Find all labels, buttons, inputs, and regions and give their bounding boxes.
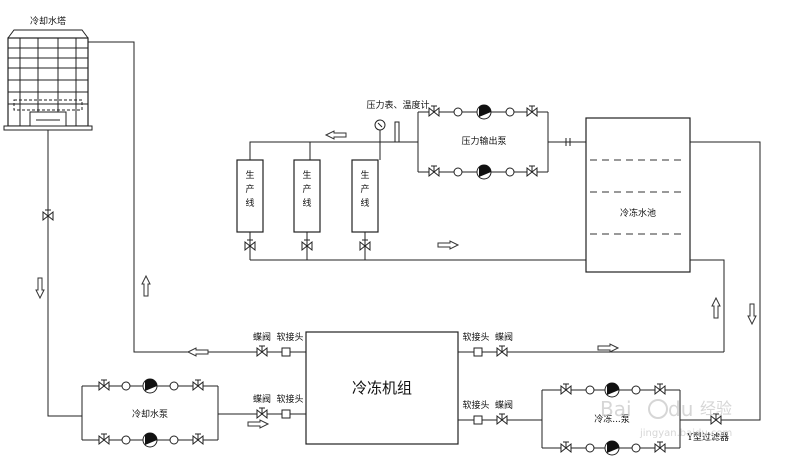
paw-icon xyxy=(648,399,668,419)
watermark-url: jingyan.baidu.com xyxy=(639,428,732,439)
valve-icon xyxy=(98,379,110,391)
thermometer-icon xyxy=(394,121,400,143)
chilled-water-tank: 冷冻水池 xyxy=(585,117,691,273)
valve-icon xyxy=(98,433,110,445)
cooling-water-pump-group: 冷却水泵 xyxy=(98,378,204,448)
pressure-gauge-thermometer-label: 压力表、温度计 xyxy=(366,99,429,111)
check-valve-icon xyxy=(453,167,463,177)
chiller-chilled-inlet: 软接头 蝶阀 xyxy=(458,399,542,425)
check-valve-icon xyxy=(505,167,515,177)
flexible-joint-label: 软接头 xyxy=(462,399,489,411)
pump-icon xyxy=(142,432,158,448)
production-line-label-1: 生产线 xyxy=(245,169,254,209)
check-valve-icon xyxy=(585,385,595,395)
check-valve-icon xyxy=(169,381,179,391)
check-valve-icon xyxy=(169,435,179,445)
flexible-joint-icon xyxy=(281,409,291,419)
valve-icon xyxy=(496,413,508,425)
flexible-joint-label: 软接头 xyxy=(276,393,303,405)
valve-icon xyxy=(654,383,666,395)
flow-arrow-icon xyxy=(186,347,209,357)
cooling-water-pump-label: 冷却水泵 xyxy=(132,408,168,420)
chilled-water-pump-group: 冷冻...泵 Y型过滤器 xyxy=(541,141,761,456)
cooling-tower: 冷却水塔 xyxy=(3,15,93,131)
cooling-tower-label: 冷却水塔 xyxy=(30,15,66,27)
flexible-joint-label: 软接头 xyxy=(462,331,489,343)
butterfly-valve-label: 蝶阀 xyxy=(495,399,513,411)
flexible-joint-icon xyxy=(281,347,291,357)
production-line-label-3: 生产线 xyxy=(360,169,369,209)
flow-arrow-icon xyxy=(35,277,45,300)
watermark: Bai du 经验 jingyan.baidu.com xyxy=(600,397,732,439)
production-lines: 生产线 生产线 生产线 xyxy=(236,141,586,261)
watermark-symbol: du xyxy=(668,397,693,421)
chiller-cooling-outlet: 蝶阀 软接头 xyxy=(253,331,306,357)
valve-icon xyxy=(256,407,268,419)
butterfly-valve-label: 蝶阀 xyxy=(253,393,271,405)
production-line-2 xyxy=(293,159,321,233)
butterfly-valve-label: 蝶阀 xyxy=(495,331,513,343)
chilled-water-tank-label: 冷冻水池 xyxy=(620,207,656,219)
production-line-1 xyxy=(236,159,264,233)
valve-icon xyxy=(560,383,572,395)
pump-icon xyxy=(476,164,492,180)
flow-arrow-icon xyxy=(437,240,460,250)
check-valve-icon xyxy=(585,443,595,453)
chiller-unit-label: 冷冻机组 xyxy=(352,379,412,397)
flexible-joint-icon xyxy=(473,415,483,425)
valve-icon xyxy=(496,345,508,357)
pressure-output-pump-group: 压力输出泵 xyxy=(380,104,586,180)
pump-icon xyxy=(604,440,620,456)
pump-icon xyxy=(142,378,158,394)
y-filter-label: Y型过滤器 xyxy=(686,431,729,443)
valve-icon xyxy=(428,165,440,177)
flow-arrow-icon xyxy=(324,130,347,140)
chiller-cooling-inlet: 蝶阀 软接头 xyxy=(253,393,304,419)
pump-icon xyxy=(604,382,620,398)
valve-icon xyxy=(526,105,538,117)
flow-arrow-icon xyxy=(747,303,757,326)
production-line-label-2: 生产线 xyxy=(302,169,311,209)
chiller-chilled-outlet: 软接头 蝶阀 xyxy=(458,259,725,357)
flow-arrow-icon xyxy=(597,343,620,353)
pump-icon xyxy=(476,104,492,120)
chiller-unit: 冷冻机组 xyxy=(305,331,459,445)
flexible-joint-icon xyxy=(473,347,483,357)
check-valve-icon xyxy=(121,381,131,391)
flexible-joint-label: 软接头 xyxy=(276,331,303,343)
check-valve-icon xyxy=(505,107,515,117)
valve-icon xyxy=(428,105,440,117)
chilled-water-pump-label: 冷冻...泵 xyxy=(594,413,630,425)
flow-arrow-icon xyxy=(141,274,151,297)
flow-arrows xyxy=(35,130,757,429)
check-valve-icon xyxy=(631,443,641,453)
watermark-suffix: 经验 xyxy=(700,399,732,418)
check-valve-icon xyxy=(121,435,131,445)
butterfly-valve-label: 蝶阀 xyxy=(253,331,271,343)
valve-icon xyxy=(192,379,204,391)
valve-icon xyxy=(256,345,268,357)
gauges: 压力表、温度计 xyxy=(366,99,430,143)
valve-icon xyxy=(560,441,572,453)
valve-icon xyxy=(192,433,204,445)
flow-arrow-icon xyxy=(711,296,721,319)
valve-icon xyxy=(526,165,538,177)
check-valve-icon xyxy=(631,385,641,395)
check-valve-icon xyxy=(453,107,463,117)
flow-arrow-icon xyxy=(247,419,270,429)
valve-icon xyxy=(654,441,666,453)
production-line-3 xyxy=(351,159,379,233)
watermark-brand: Bai xyxy=(600,397,632,421)
pressure-output-pump-label: 压力输出泵 xyxy=(461,135,506,147)
